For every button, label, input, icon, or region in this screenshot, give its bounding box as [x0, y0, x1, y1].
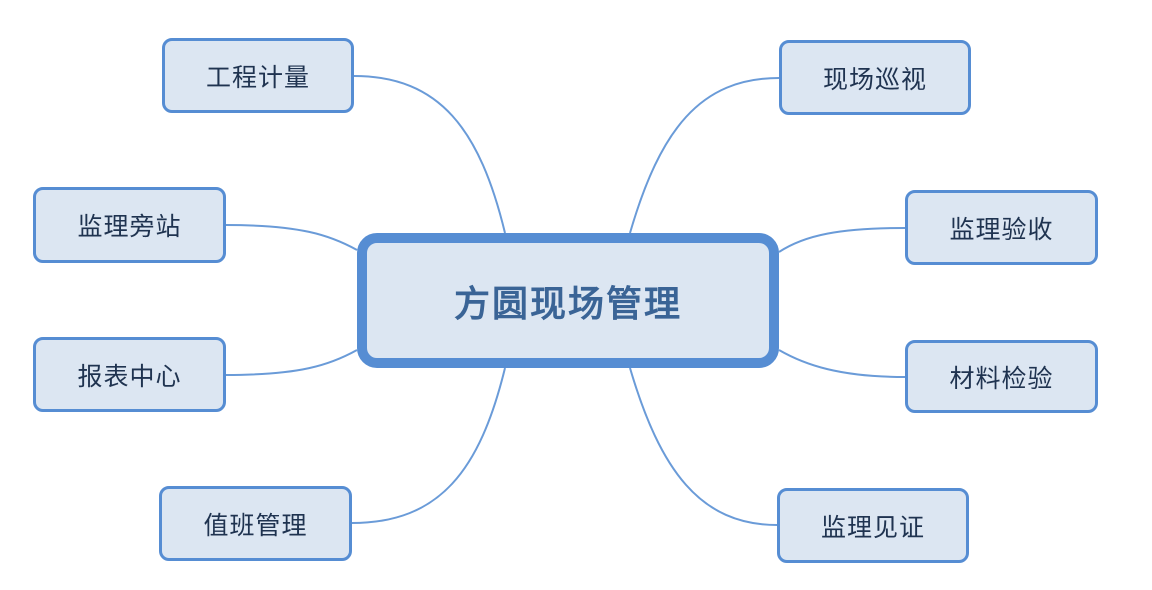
link-jianli-yanshou: [778, 227, 906, 253]
node-baobiao-zhongxin[interactable]: 报表中心: [33, 337, 226, 412]
link-jianli-jianzheng: [629, 367, 778, 526]
node-gongcheng-jiliang[interactable]: 工程计量: [162, 38, 354, 113]
central-topic-label: 方圆现场管理: [453, 283, 682, 325]
node-label: 监理见证: [820, 512, 925, 542]
link-baobiao-zhongxin: [225, 349, 358, 376]
node-label: 监理验收: [949, 214, 1054, 244]
link-xianchang-xunshi: [629, 77, 780, 234]
node-zhiban-guanli[interactable]: 值班管理: [159, 486, 352, 561]
node-jianli-jianzheng[interactable]: 监理见证: [777, 488, 969, 563]
link-zhiban-guanli: [351, 367, 506, 524]
node-jianli-yanshou[interactable]: 监理验收: [905, 190, 1098, 265]
node-label: 工程计量: [205, 62, 310, 92]
node-cailiao-jianyan[interactable]: 材料检验: [905, 340, 1098, 413]
link-gongcheng-jiliang: [353, 75, 506, 234]
node-label: 报表中心: [77, 361, 182, 391]
node-label: 值班管理: [203, 510, 308, 540]
link-cailiao-jianyan: [778, 349, 906, 378]
central-topic[interactable]: 方圆现场管理: [357, 233, 779, 368]
node-label: 现场巡视: [822, 64, 927, 94]
node-label: 材料检验: [949, 363, 1054, 393]
link-jianli-pangzhan: [225, 224, 358, 251]
node-jianli-pangzhan[interactable]: 监理旁站: [33, 187, 226, 263]
node-xianchang-xunshi[interactable]: 现场巡视: [779, 40, 971, 115]
node-label: 监理旁站: [77, 212, 182, 241]
